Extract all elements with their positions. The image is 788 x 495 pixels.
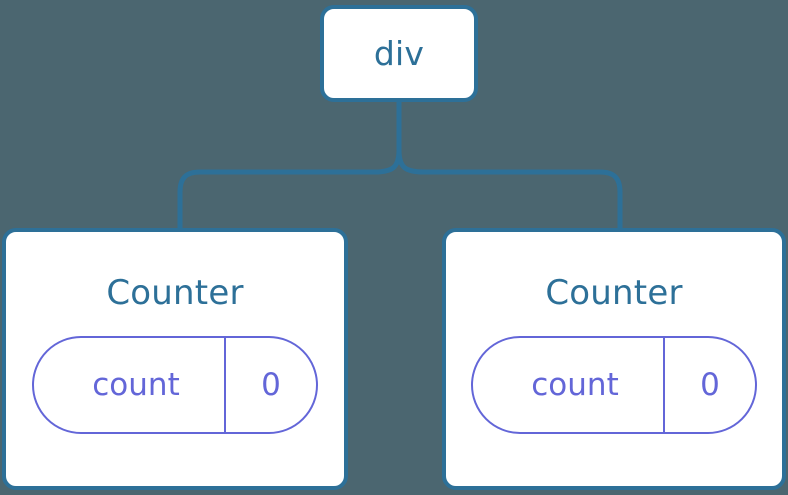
state-pill[interactable]: count 0 <box>32 336 318 434</box>
node-counter-0[interactable]: Counter count 0 <box>2 228 348 490</box>
state-value: 0 <box>663 338 755 432</box>
node-div[interactable]: div <box>320 5 478 102</box>
state-key: count <box>92 366 180 403</box>
state-value: 0 <box>224 338 316 432</box>
node-counter-1[interactable]: Counter count 0 <box>442 228 786 490</box>
node-div-label: div <box>373 34 425 73</box>
component-name: Counter <box>106 273 244 313</box>
connector-branch-right <box>396 149 623 230</box>
state-key: count <box>531 366 619 403</box>
connector-branch-left <box>177 149 402 230</box>
component-name: Counter <box>545 273 683 313</box>
state-pill[interactable]: count 0 <box>471 336 757 434</box>
